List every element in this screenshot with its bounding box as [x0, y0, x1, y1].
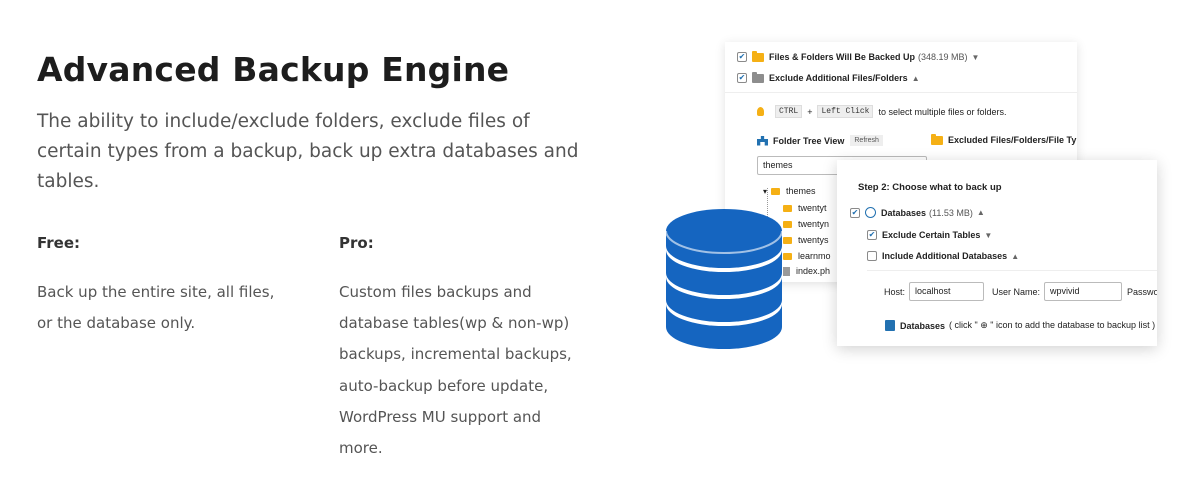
sitemap-icon [757, 135, 768, 146]
hint-row: CTRL + Left Click to select multiple fil… [757, 105, 1007, 118]
databases-row[interactable]: ✔ Databases (11.53 MB) ▲ [850, 207, 985, 218]
excluded-label: Excluded Files/Folders/File Types [948, 135, 1077, 145]
exclude-checkbox[interactable]: ✔ [737, 73, 747, 83]
include-db-checkbox[interactable] [867, 251, 877, 261]
db-note-text: ( click " ⊕ " icon to add the database t… [949, 320, 1156, 330]
divider [725, 92, 1077, 93]
hint-text: to select multiple files or folders. [878, 106, 1007, 117]
tree-view-label: Folder Tree View [773, 135, 845, 146]
folder-icon [931, 133, 943, 145]
files-folders-checkbox[interactable]: ✔ [737, 52, 747, 62]
tree-item[interactable]: index.ph [783, 266, 830, 276]
include-db-label: Include Additional Databases [882, 251, 1008, 261]
tree-item-label: themes [786, 186, 816, 196]
exclude-row[interactable]: ✔ Exclude Additional Files/Folders ▲ [737, 71, 920, 83]
ctrl-key: CTRL [775, 105, 803, 118]
tree-view-header: Folder Tree View Refresh [757, 135, 883, 146]
databases-label: Databases [881, 207, 927, 218]
folder-icon [752, 71, 764, 83]
user-label: User Name: [992, 286, 1041, 297]
page-description: The ability to include/exclude folders, … [37, 111, 579, 192]
chevron-up-icon[interactable]: ▲ [1011, 251, 1020, 261]
include-db-row[interactable]: Include Additional Databases ▲ [867, 251, 1019, 261]
db-form-area [867, 270, 1157, 330]
tree-item-root[interactable]: ▾ themes [763, 186, 816, 196]
chevron-down-icon[interactable]: ▼ [984, 230, 993, 240]
tree-item[interactable]: twentyt [783, 203, 827, 213]
folder-icon [783, 236, 792, 244]
tree-item-label: index.ph [796, 266, 831, 276]
tree-item[interactable]: twentyn [783, 219, 829, 229]
folder-icon [783, 220, 792, 228]
chevron-up-icon[interactable]: ▲ [976, 208, 985, 217]
exclude-tables-label: Exclude Certain Tables [882, 230, 981, 240]
tree-item-label: twentyn [798, 219, 830, 229]
folder-icon [752, 50, 764, 62]
db-form-row: Host: localhost User Name: wpvivid Passw… [884, 282, 1157, 301]
tree-item[interactable]: learnmo [783, 251, 831, 261]
refresh-button[interactable]: Refresh [850, 135, 883, 146]
tree-item-label: twentyt [798, 203, 827, 213]
files-folders-label: Files & Folders Will Be Backed Up [769, 52, 915, 62]
free-heading: Free: [37, 234, 81, 252]
hint-plus: + [807, 106, 813, 117]
folder-icon [783, 204, 792, 212]
db-note-row: Databases ( click " ⊕ " icon to add the … [885, 320, 1155, 331]
globe-icon [865, 207, 876, 218]
folder-icon [771, 187, 781, 195]
files-folders-row[interactable]: ✔ Files & Folders Will Be Backed Up (348… [737, 50, 980, 62]
pro-text: Custom files backups and database tables… [339, 283, 572, 458]
databases-checkbox[interactable]: ✔ [850, 207, 860, 218]
chevron-up-icon[interactable]: ▲ [911, 73, 920, 83]
database-icon [885, 320, 895, 331]
chevron-down-icon[interactable]: ▼ [971, 52, 980, 62]
databases-size: (11.53 MB) [929, 207, 973, 218]
exclude-tables-row[interactable]: ✔ Exclude Certain Tables ▼ [867, 230, 992, 240]
tree-item-label: twentys [798, 235, 829, 245]
db-note-title: Databases [900, 320, 946, 331]
exclude-label: Exclude Additional Files/Folders [769, 73, 908, 83]
free-text: Back up the entire site, all files, or t… [37, 283, 275, 333]
folder-icon [783, 252, 792, 260]
tree-item-label: learnmo [798, 251, 831, 261]
caret-down-icon[interactable]: ▾ [763, 186, 768, 196]
left-click-key: Left Click [817, 105, 874, 118]
database-icon [665, 209, 783, 349]
username-input[interactable]: wpvivid [1044, 282, 1123, 301]
pro-heading: Pro: [339, 234, 374, 252]
excluded-header: Excluded Files/Folders/File Types [931, 133, 1077, 145]
file-icon [783, 266, 790, 276]
tree-item[interactable]: twentys [783, 235, 829, 245]
database-backup-panel: Step 2: Choose what to back up ✔ Databas… [837, 160, 1157, 346]
host-label: Host: [884, 286, 906, 297]
page-title: Advanced Backup Engine [37, 50, 510, 89]
host-input[interactable]: localhost [909, 282, 985, 301]
step-title: Step 2: Choose what to back up [858, 182, 1002, 193]
files-folders-size: (348.19 MB) [917, 52, 968, 62]
password-label: Password: [1127, 286, 1157, 297]
lightbulb-icon [757, 107, 764, 116]
exclude-tables-checkbox[interactable]: ✔ [867, 230, 877, 240]
